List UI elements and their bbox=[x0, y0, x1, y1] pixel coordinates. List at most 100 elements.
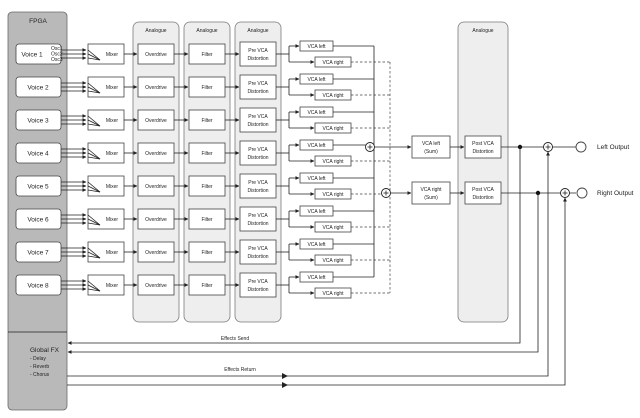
effects-send-wire-right bbox=[67, 193, 539, 354]
vca-right-label-6: VCA right bbox=[322, 225, 344, 231]
vca-right-label-7: VCA right bbox=[322, 258, 344, 264]
overdrive-label-8: Overdrive bbox=[145, 283, 167, 289]
vca-left-label-8: VCA left bbox=[307, 275, 326, 281]
pre-vca-label-2-7: Distortion bbox=[247, 254, 268, 260]
mixer-route-3-voice-1 bbox=[87, 57, 101, 61]
pre-vca-label-1-3: Pre VCA bbox=[248, 114, 268, 120]
mixer-route-2-voice-3 bbox=[87, 119, 101, 127]
overdrive-label-4: Overdrive bbox=[145, 151, 167, 157]
pre-vca-box-2 bbox=[239, 74, 277, 100]
filter-label-4: Filter bbox=[201, 151, 212, 157]
vca-left-label-6: VCA left bbox=[307, 209, 326, 215]
mixer-route-1-voice-5 bbox=[87, 181, 101, 193]
pre-vca-box-6 bbox=[239, 206, 277, 232]
global-fx-block: Global FX - Delay - Reverb - Chorus bbox=[30, 347, 60, 378]
right-output-label: Right Output bbox=[597, 190, 634, 197]
mixer-route-2-voice-6 bbox=[87, 218, 101, 226]
pre-vca-label-2-3: Distortion bbox=[247, 122, 268, 128]
voice-label-6: Voice 6 bbox=[27, 217, 49, 224]
vca-right-label-1: VCA right bbox=[322, 60, 344, 66]
mixer-route-1-voice-2 bbox=[87, 82, 101, 94]
pre-vca-box-3 bbox=[239, 107, 277, 133]
vca-right-label-8: VCA right bbox=[322, 291, 344, 297]
effects-return-arrow-2 bbox=[282, 382, 288, 388]
analogue-label-pre-vca: Analogue bbox=[247, 28, 268, 34]
post-vca-left-label-2: Distortion bbox=[472, 149, 493, 155]
vca-right-label-2: VCA right bbox=[322, 93, 344, 99]
mixer-route-1-voice-3 bbox=[87, 115, 101, 127]
filter-label-3: Filter bbox=[201, 118, 212, 124]
mixer-label-6: Mixer bbox=[106, 217, 119, 223]
mixer-route-1-voice-4 bbox=[87, 148, 101, 160]
overdrive-label-6: Overdrive bbox=[145, 217, 167, 223]
voice-label-4: Voice 4 bbox=[27, 151, 49, 158]
mixer-route-3-voice-5 bbox=[87, 189, 101, 193]
mixer-label-2: Mixer bbox=[106, 85, 119, 91]
vca-left-label-4: VCA left bbox=[307, 143, 326, 149]
mixer-route-2-voice-8 bbox=[87, 284, 101, 292]
mixer-route-3-voice-8 bbox=[87, 288, 101, 292]
voice-label-3: Voice 3 bbox=[27, 118, 49, 125]
pre-vca-label-2-8: Distortion bbox=[247, 287, 268, 293]
vca-left-label-5: VCA left bbox=[307, 176, 326, 182]
vca-right-sum-label-1: VCA right bbox=[420, 187, 442, 193]
analogue-label-post-vca: Analogue bbox=[472, 28, 493, 34]
pre-vca-label-1-7: Pre VCA bbox=[248, 246, 268, 252]
master-section: VCA left (Sum) VCA right (Sum) Post VCA … bbox=[67, 46, 634, 388]
global-fx-item-chorus: - Chorus bbox=[30, 372, 50, 378]
vca-right-label-3: VCA right bbox=[322, 126, 344, 132]
mixer-route-1-voice-7 bbox=[87, 247, 101, 259]
mixer-label-5: Mixer bbox=[106, 184, 119, 190]
osc-label-3: Osc3 bbox=[51, 57, 63, 63]
effects-return-arrow-1 bbox=[282, 373, 288, 379]
effects-return-wire-right bbox=[67, 197, 567, 386]
post-vca-right-label-2: Distortion bbox=[472, 195, 493, 201]
mixer-label-3: Mixer bbox=[106, 118, 119, 124]
mixer-route-3-voice-2 bbox=[87, 90, 101, 94]
pre-vca-label-1-8: Pre VCA bbox=[248, 279, 268, 285]
mixer-route-1-voice-6 bbox=[87, 214, 101, 226]
mixer-route-3-voice-7 bbox=[87, 255, 101, 259]
filter-label-5: Filter bbox=[201, 184, 212, 190]
vca-left-label-3: VCA left bbox=[307, 110, 326, 116]
voice-label-7: Voice 7 bbox=[27, 250, 49, 257]
pre-vca-label-1-2: Pre VCA bbox=[248, 81, 268, 87]
overdrive-label-2: Overdrive bbox=[145, 85, 167, 91]
pre-vca-label-1-6: Pre VCA bbox=[248, 213, 268, 219]
mixer-route-2-voice-1 bbox=[87, 53, 101, 61]
vca-right-label-5: VCA right bbox=[322, 192, 344, 198]
vca-left-label-7: VCA left bbox=[307, 242, 326, 248]
mixer-route-3-voice-4 bbox=[87, 156, 101, 160]
pre-vca-box-8 bbox=[239, 272, 277, 298]
mixer-route-2-voice-5 bbox=[87, 185, 101, 193]
vca-right-label-4: VCA right bbox=[322, 159, 344, 165]
overdrive-label-7: Overdrive bbox=[145, 250, 167, 256]
vca-left-label-2: VCA left bbox=[307, 77, 326, 83]
pre-vca-label-1-1: Pre VCA bbox=[248, 48, 268, 54]
pre-vca-label-2-5: Distortion bbox=[247, 188, 268, 194]
mixer-label-4: Mixer bbox=[106, 151, 119, 157]
filter-label-8: Filter bbox=[201, 283, 212, 289]
pre-vca-label-2-2: Distortion bbox=[247, 89, 268, 95]
pre-vca-label-2-4: Distortion bbox=[247, 155, 268, 161]
filter-label-1: Filter bbox=[201, 52, 212, 58]
osc-label-2: Osc2 bbox=[51, 52, 63, 58]
mixer-label-8: Mixer bbox=[106, 283, 119, 289]
mixer-route-1-voice-1 bbox=[87, 49, 101, 61]
vca-right-sum-label-2: (Sum) bbox=[424, 195, 438, 201]
filter-label-7: Filter bbox=[201, 250, 212, 256]
global-fx-item-reverb: - Reverb bbox=[30, 364, 49, 370]
pre-vca-box-7 bbox=[239, 239, 277, 265]
left-output-label: Left Output bbox=[597, 144, 629, 151]
effects-send-wire-left bbox=[67, 147, 521, 345]
osc-label-1: Osc1 bbox=[51, 46, 63, 52]
mixer-route-3-voice-6 bbox=[87, 222, 101, 226]
